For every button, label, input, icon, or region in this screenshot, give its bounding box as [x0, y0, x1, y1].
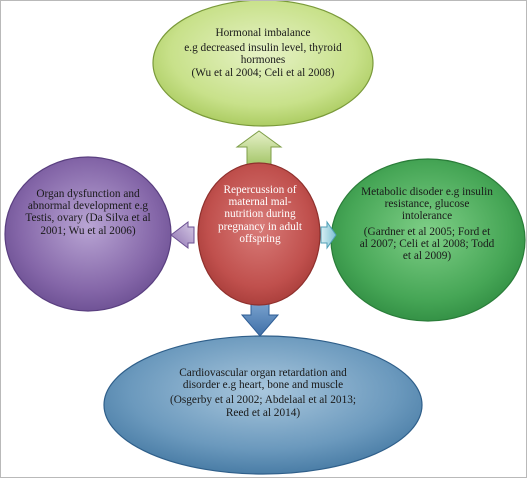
- right-node-heading: Metabolic disoder e.g insulin resistance…: [361, 186, 493, 223]
- top-node-detail: e.g decreased insulin level, thyroid hor…: [184, 42, 342, 67]
- left-node-heading: Organ dysfunction and abnormal developme…: [25, 188, 151, 237]
- arrow-right-icon: [320, 220, 337, 250]
- left-node-text: Organ dysfunction and abnormal developme…: [21, 188, 155, 237]
- right-node-refs: (Gardner et al 2005; Ford et al 2007; Ce…: [359, 225, 495, 263]
- bottom-node-text: Cardiovascular organ retardation and dis…: [163, 367, 363, 419]
- bottom-ellipse: [103, 335, 423, 475]
- arrow-up-icon: [235, 130, 283, 165]
- top-node-refs: (Wu et al 2004; Celi et al 2008): [191, 66, 335, 79]
- bottom-node-heading: Cardiovascular organ retardation and dis…: [179, 367, 347, 392]
- top-node-heading: Hormonal imbalance: [215, 27, 311, 39]
- center-ellipse: [197, 162, 321, 306]
- arrow-down-icon: [240, 301, 280, 337]
- right-node-text: Metabolic disoder e.g insulin resistance…: [359, 186, 495, 262]
- left-ellipse: [4, 156, 172, 312]
- top-ellipse: [152, 1, 374, 127]
- center-node-label: Repercussion of maternal mal-nutrition d…: [217, 184, 303, 245]
- center-node-text: Repercussion of maternal mal-nutrition d…: [213, 184, 307, 245]
- arrow-left-icon: [170, 220, 195, 250]
- bottom-node-refs: (Osgerby et al 2002; Abdelaal et al 2013…: [169, 394, 357, 419]
- top-node-text: Hormonal imbalance e.g decreased insulin…: [183, 27, 343, 79]
